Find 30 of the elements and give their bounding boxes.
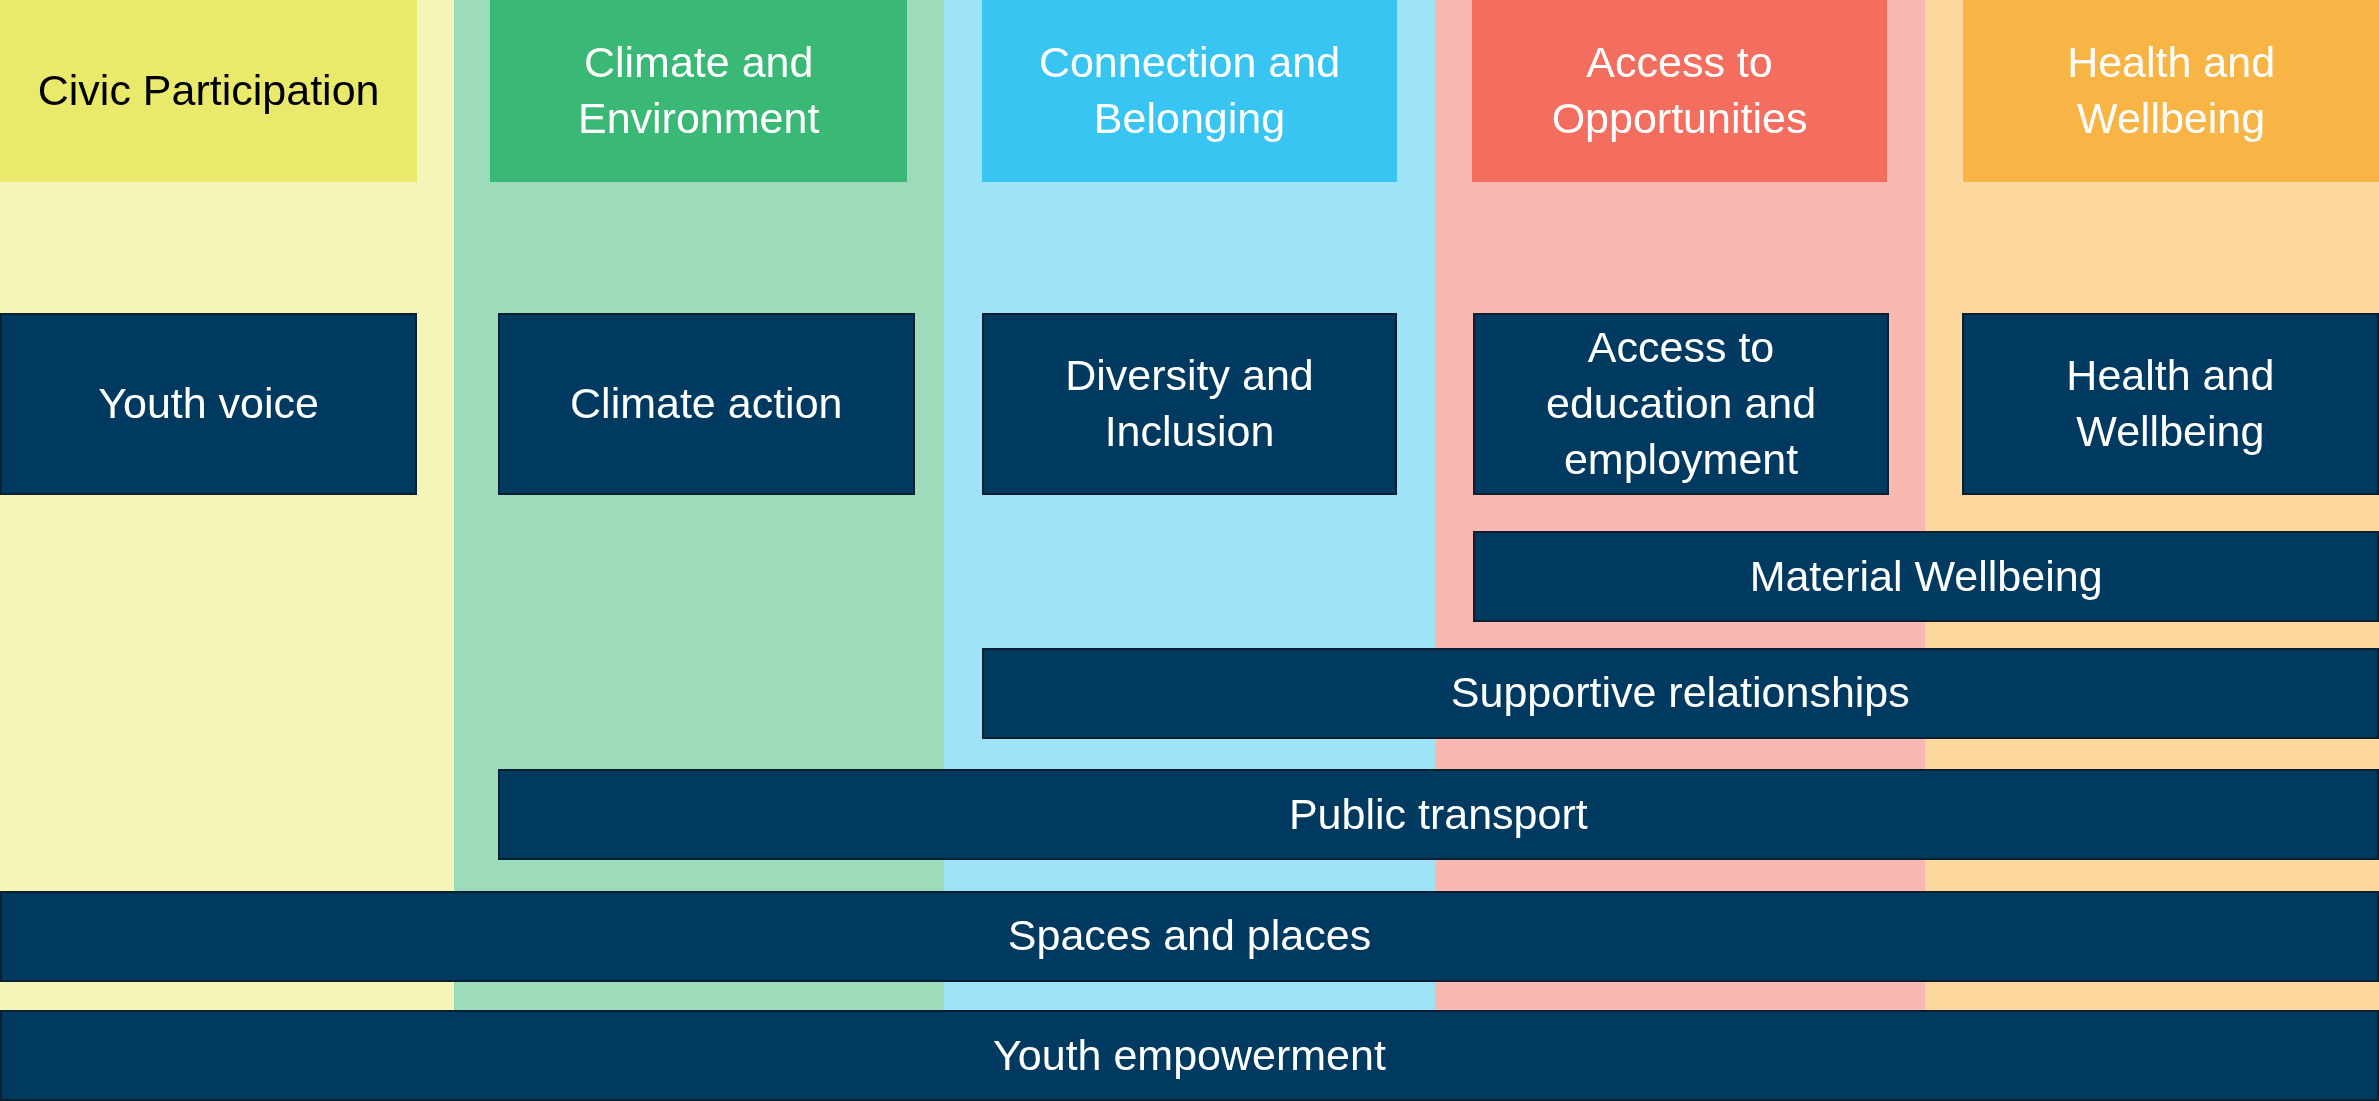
category-header (0, 0, 418, 183)
box-text: Supportive relationships (1449, 667, 1911, 719)
box-text: Diversity and Inclusion (1064, 349, 1315, 457)
box-text: Health and Wellbeing (2065, 349, 2276, 457)
box-text: Public transport (1287, 788, 1589, 840)
theme-box (0, 890, 2379, 982)
box-text: Spaces and places (1006, 910, 1373, 962)
box-text: Youth empowerment (992, 1030, 1387, 1081)
theme-box (1473, 312, 1889, 495)
theme-box (497, 312, 915, 495)
category-header (1963, 0, 2379, 183)
box-text: Access to Opportunities (1550, 37, 1809, 145)
theme-box (1473, 531, 2379, 623)
theme-box (981, 312, 1398, 495)
box-text: Youth voice (97, 377, 320, 429)
theme-box (981, 647, 2379, 739)
box-text: Health and Wellbeing (2066, 37, 2277, 145)
theme-box (0, 312, 418, 495)
category-header (981, 0, 1398, 183)
box-text: Climate action (569, 377, 844, 429)
theme-box (497, 769, 2379, 861)
box-text: Connection and Belonging (1037, 37, 1342, 145)
box-text: Climate and Environment (576, 37, 821, 145)
box-text: Material Wellbeing (1748, 550, 2104, 602)
box-text: Civic Participation (36, 65, 381, 117)
category-header (490, 0, 908, 183)
theme-box (1961, 312, 2379, 495)
box-text: Access to education and employment (1544, 321, 1818, 485)
category-header (1471, 0, 1888, 183)
theme-box (0, 1010, 2379, 1101)
